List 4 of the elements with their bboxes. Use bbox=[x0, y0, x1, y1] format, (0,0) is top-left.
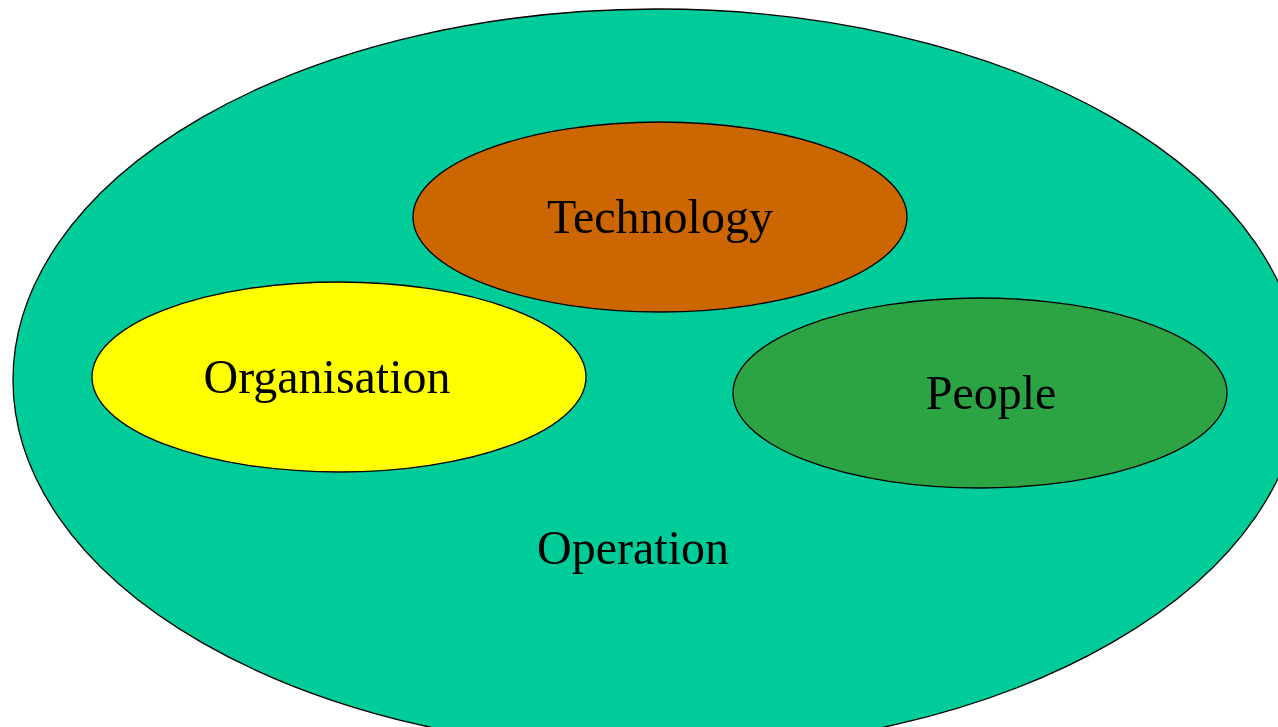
node-label: People bbox=[925, 369, 1057, 417]
node-label: Operation bbox=[537, 524, 729, 572]
node-label: Organisation bbox=[203, 353, 451, 401]
node-label: Technology bbox=[547, 193, 773, 241]
